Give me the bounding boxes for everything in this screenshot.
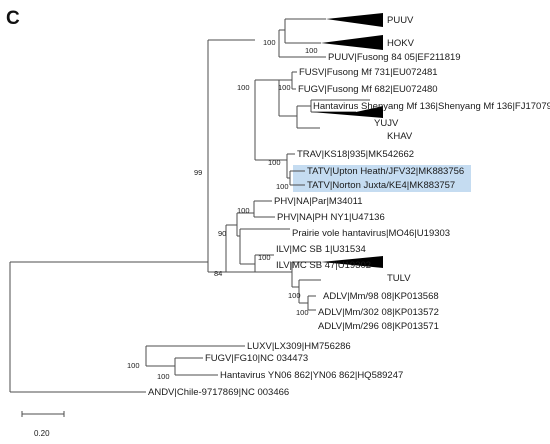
collapsed-clades	[311, 13, 383, 268]
bootstrap-ilv-pair: 100	[258, 253, 271, 262]
tulv-collapsed-clade	[321, 256, 383, 268]
tip-puuv-fusong: PUUV|Fusong 84 05|EF211819	[328, 52, 461, 63]
bootstrap-murinae: 100	[237, 83, 250, 92]
tip-adlv-302: ADLV|Mm/302 08|KP013572	[318, 307, 439, 318]
bootstrap-phv-prairie: 90	[218, 229, 226, 238]
tip-andv: ANDV|Chile-9717869|NC 003466	[148, 387, 289, 398]
bootstrap-fusv-group: 100	[278, 83, 291, 92]
bootstrap-puuv-hokv: 100	[305, 46, 318, 55]
bootstrap-values: 100 100 100 100 99 100 100 100 90 100 84…	[127, 38, 318, 381]
tip-adlv-98: ADLV|Mm/98 08|KP013568	[323, 291, 439, 302]
tip-ilv-sb47: ILV|MC SB 47|U19302	[276, 260, 371, 271]
tip-tulv: TULV	[387, 273, 411, 284]
bootstrap-puuv-group: 100	[263, 38, 276, 47]
tip-tatv-upton: TATV|Upton Heath/JFV32|MK883756	[307, 166, 464, 177]
khav-collapsed-clade	[311, 106, 383, 118]
bootstrap-tulv-adlv: 84	[214, 269, 222, 278]
bootstrap-adlv-pair: 100	[296, 308, 309, 317]
tip-fugv: FUGV|Fusong Mf 682|EU072480	[298, 84, 438, 95]
bootstrap-tatv-pair: 100	[276, 182, 289, 191]
tip-phv-ny1: PHV|NA|PH NY1|U47136	[277, 212, 385, 223]
scale-bar: 0.20	[21, 411, 65, 438]
tip-shenyang: Hantavirus Shenyang Mf 136|Shenyang Mf 1…	[313, 101, 550, 112]
tip-khav: KHAV	[387, 131, 413, 142]
bootstrap-arvicolinae: 99	[194, 168, 202, 177]
bootstrap-phv-group: 100	[237, 206, 250, 215]
bootstrap-adlv-group: 100	[288, 291, 301, 300]
tip-ilv-sb1: ILV|MC SB 1|U31534	[276, 244, 366, 255]
tip-phv-par: PHV|NA|Par|M34011	[274, 196, 363, 207]
tip-yn06: Hantavirus YN06 862|YN06 862|HQ589247	[220, 370, 403, 381]
tree-branches	[9, 18, 370, 393]
tip-trav: TRAV|KS18|935|MK542662	[297, 149, 414, 160]
tatv-highlight	[293, 165, 471, 192]
tip-hokv: HOKV	[387, 38, 415, 49]
bootstrap-tatv-trav: 100	[268, 158, 281, 167]
tip-yujv: YUJV	[374, 118, 399, 129]
tip-fusv: FUSV|Fusong Mf 731|EU072481	[299, 67, 438, 78]
bootstrap-luxv-group: 100	[127, 361, 140, 370]
tip-tatv-norton: TATV|Norton Juxta/KE4|MK883757	[307, 180, 455, 191]
tip-puuv: PUUV	[387, 15, 414, 26]
tip-adlv-296: ADLV|Mm/296 08|KP013571	[318, 321, 439, 332]
tip-labels: PUUV HOKV PUUV|Fusong 84 05|EF211819 FUS…	[148, 15, 550, 398]
panel-label: C	[6, 8, 20, 29]
scale-label: 0.20	[34, 429, 50, 438]
tip-fugv-fg10: FUGV|FG10|NC 034473	[205, 353, 308, 364]
puuv-collapsed-clade	[326, 13, 383, 27]
tip-luxv: LUXV|LX309|HM756286	[247, 341, 351, 352]
bootstrap-fugv-yn06: 100	[157, 372, 170, 381]
tip-prairie: Prairie vole hantavirus|MO46|U19303	[292, 228, 450, 239]
hokv-collapsed-clade	[321, 35, 383, 50]
